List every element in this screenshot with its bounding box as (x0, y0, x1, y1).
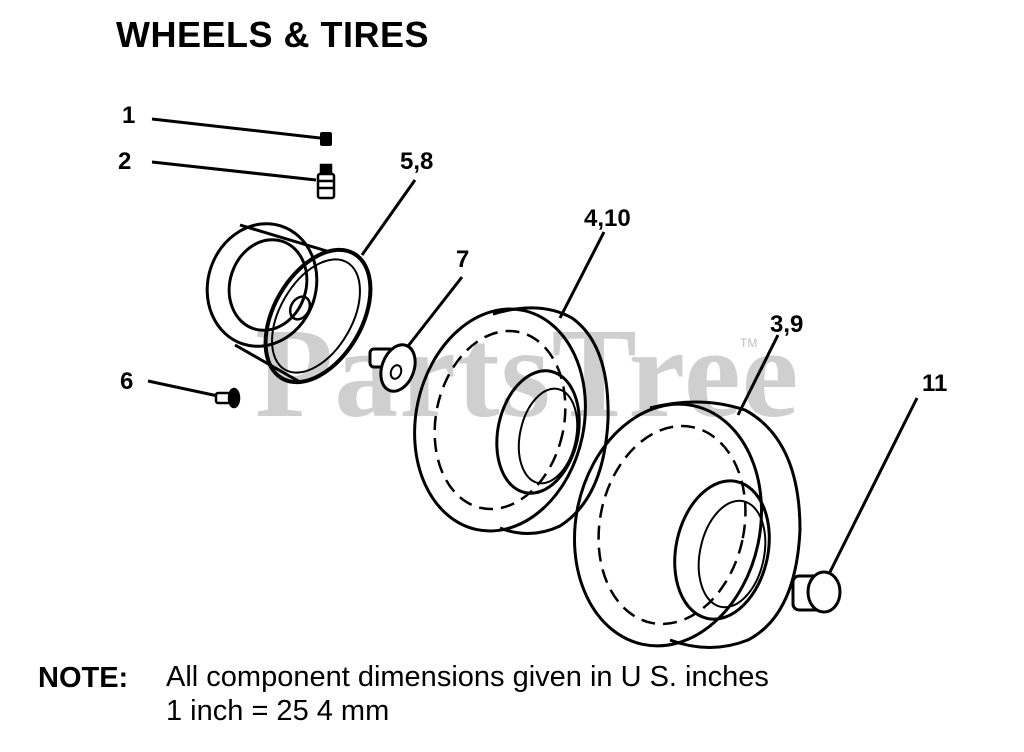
callout-7: 7 (456, 246, 470, 273)
leader-line-11 (828, 397, 919, 573)
callout-11: 11 (922, 370, 948, 397)
wheel-screw (214, 387, 241, 409)
leader-line-3-9 (736, 334, 780, 416)
tire-front (413, 306, 610, 535)
diagram-title: WHEELS & TIRES (116, 14, 430, 55)
note-line-1: All component dimensions given in U S. i… (166, 661, 769, 693)
leader-line-4-10 (558, 231, 606, 319)
trademark-mark: TM (740, 336, 758, 350)
partstree-watermark: PartsTree (255, 302, 800, 444)
callout-3-9: 3,9 (770, 311, 804, 338)
note-label: NOTE: (38, 662, 129, 694)
leader-line-7 (403, 276, 464, 351)
wheel-bushing (368, 343, 417, 393)
callout-6: 6 (120, 368, 134, 395)
callout-4-10: 4,10 (584, 205, 631, 232)
tire-rear (573, 400, 802, 649)
callout-5-8: 5,8 (400, 148, 434, 175)
valve-cap (320, 132, 332, 146)
note-text: All component dimensions given in U S. i… (166, 660, 769, 728)
note-line-2: 1 inch = 25 4 mm (166, 695, 390, 727)
callout-2: 2 (118, 148, 132, 175)
wheel-rim (205, 222, 373, 385)
callout-1: 1 (122, 102, 136, 129)
leader-line-2 (151, 160, 317, 182)
valve-stem (316, 163, 336, 200)
leader-line-5-8 (360, 179, 417, 256)
leader-line-6 (147, 379, 219, 398)
leader-lines (147, 117, 919, 573)
leader-line-1 (151, 117, 321, 140)
hub-cap (791, 570, 842, 614)
